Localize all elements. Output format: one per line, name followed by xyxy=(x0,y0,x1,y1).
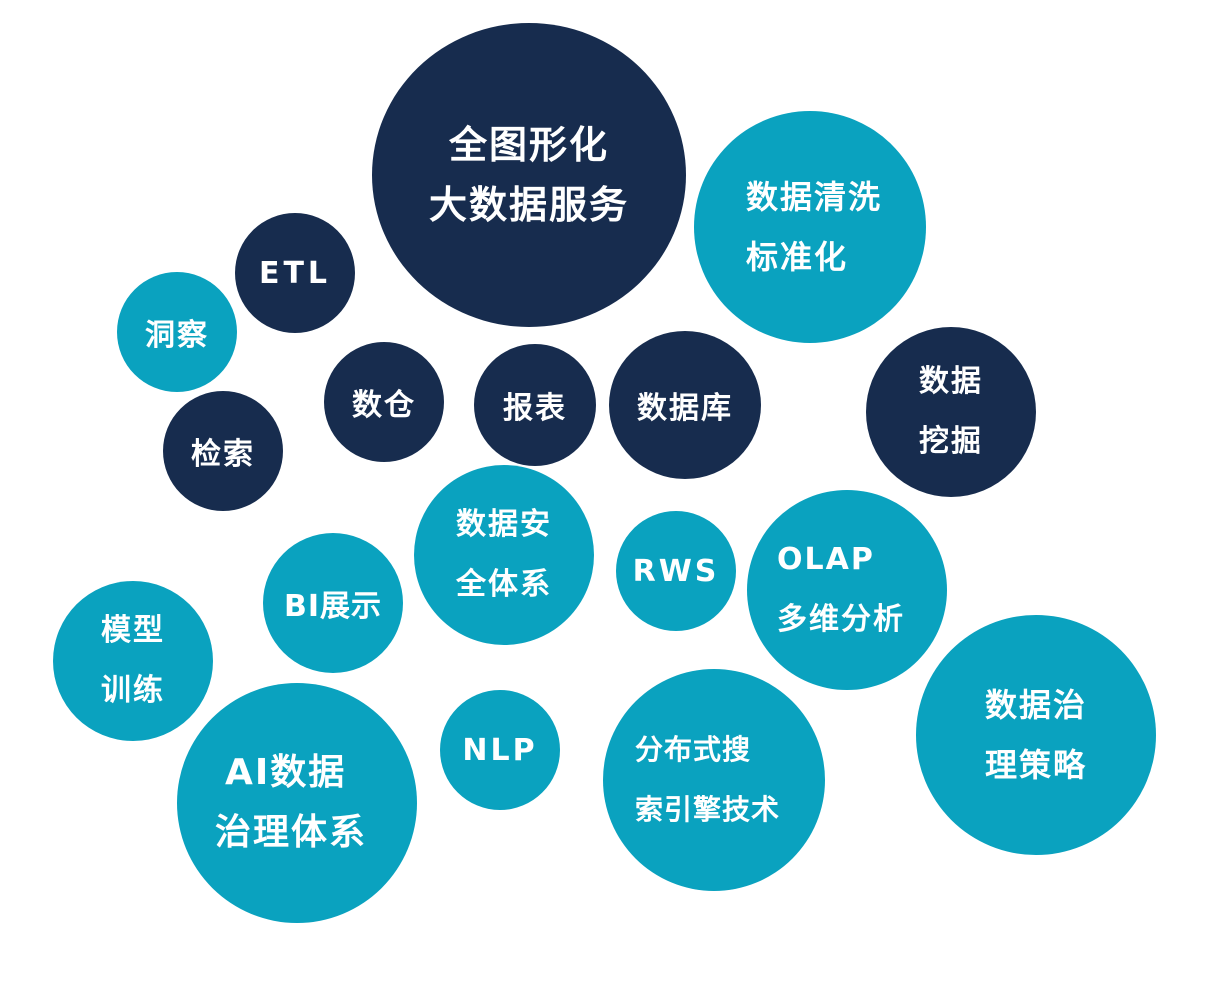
bubble-line: 全图形化 xyxy=(448,123,609,167)
bubble-line: AI数据 xyxy=(225,752,347,793)
bubble-model-training: 模型 训练 xyxy=(53,581,213,741)
bubble-nlp: NLP xyxy=(440,690,560,810)
bubble-olap: OLAP 多维分析 xyxy=(747,490,947,690)
bubble-line: ETL xyxy=(258,255,332,291)
bubble-line: 数据 xyxy=(919,364,983,399)
bubble-line: RWS xyxy=(632,553,720,589)
bubble-line: 检索 xyxy=(191,437,255,472)
bubble-line: 模型 xyxy=(101,613,165,648)
bubble-data-warehouse: 数仓 xyxy=(324,342,444,462)
bubble-line: 全体系 xyxy=(456,567,552,602)
bubble-rws: RWS xyxy=(616,511,736,631)
bubble-line: 数据安 xyxy=(456,507,552,542)
bubble-line: 训练 xyxy=(101,673,165,708)
bubble-data-governance-strategy: 数据治 理策略 xyxy=(916,615,1156,855)
bubble-distributed-search: 分布式搜 索引擎技术 xyxy=(603,669,825,891)
bubble-line: 数据清洗 xyxy=(746,178,883,216)
bubble-line: 索引擎技术 xyxy=(635,793,781,826)
bubble-line: OLAP xyxy=(777,542,875,577)
bubble-line: 大数据服务 xyxy=(428,183,629,227)
bubble-line: 挖掘 xyxy=(919,424,983,459)
bubble-line: 数据库 xyxy=(637,391,733,426)
bubble-line: 理策略 xyxy=(984,746,1087,784)
bubble-bi-display: BI展示 xyxy=(263,533,403,673)
bubble-data-cleaning: 数据清洗 标准化 xyxy=(694,111,926,343)
bubble-ai-data-governance: AI数据 治理体系 xyxy=(177,683,417,923)
bubble-etl: ETL xyxy=(235,213,355,333)
bubble-line: 多维分析 xyxy=(777,602,905,637)
bubble-insight: 洞察 xyxy=(117,272,237,392)
bubble-line: NLP xyxy=(462,732,538,768)
bubble-data-mining: 数据 挖掘 xyxy=(866,327,1036,497)
bubble-line: 分布式搜 xyxy=(635,733,752,766)
bubble-line: 数据治 xyxy=(984,686,1087,724)
bubble-line: 治理体系 xyxy=(215,812,368,853)
bubble-line: 洞察 xyxy=(145,318,209,353)
bubble-line: BI展示 xyxy=(283,589,383,624)
bubble-search: 检索 xyxy=(163,391,283,511)
bubble-line: 报表 xyxy=(503,391,567,426)
bubble-core-service: 全图形化 大数据服务 xyxy=(372,23,686,327)
bubble-data-security: 数据安 全体系 xyxy=(414,465,594,645)
bubble-line: 标准化 xyxy=(746,238,849,276)
bubble-database: 数据库 xyxy=(609,331,761,479)
bubble-report: 报表 xyxy=(474,344,596,466)
bubble-line: 数仓 xyxy=(352,388,416,423)
